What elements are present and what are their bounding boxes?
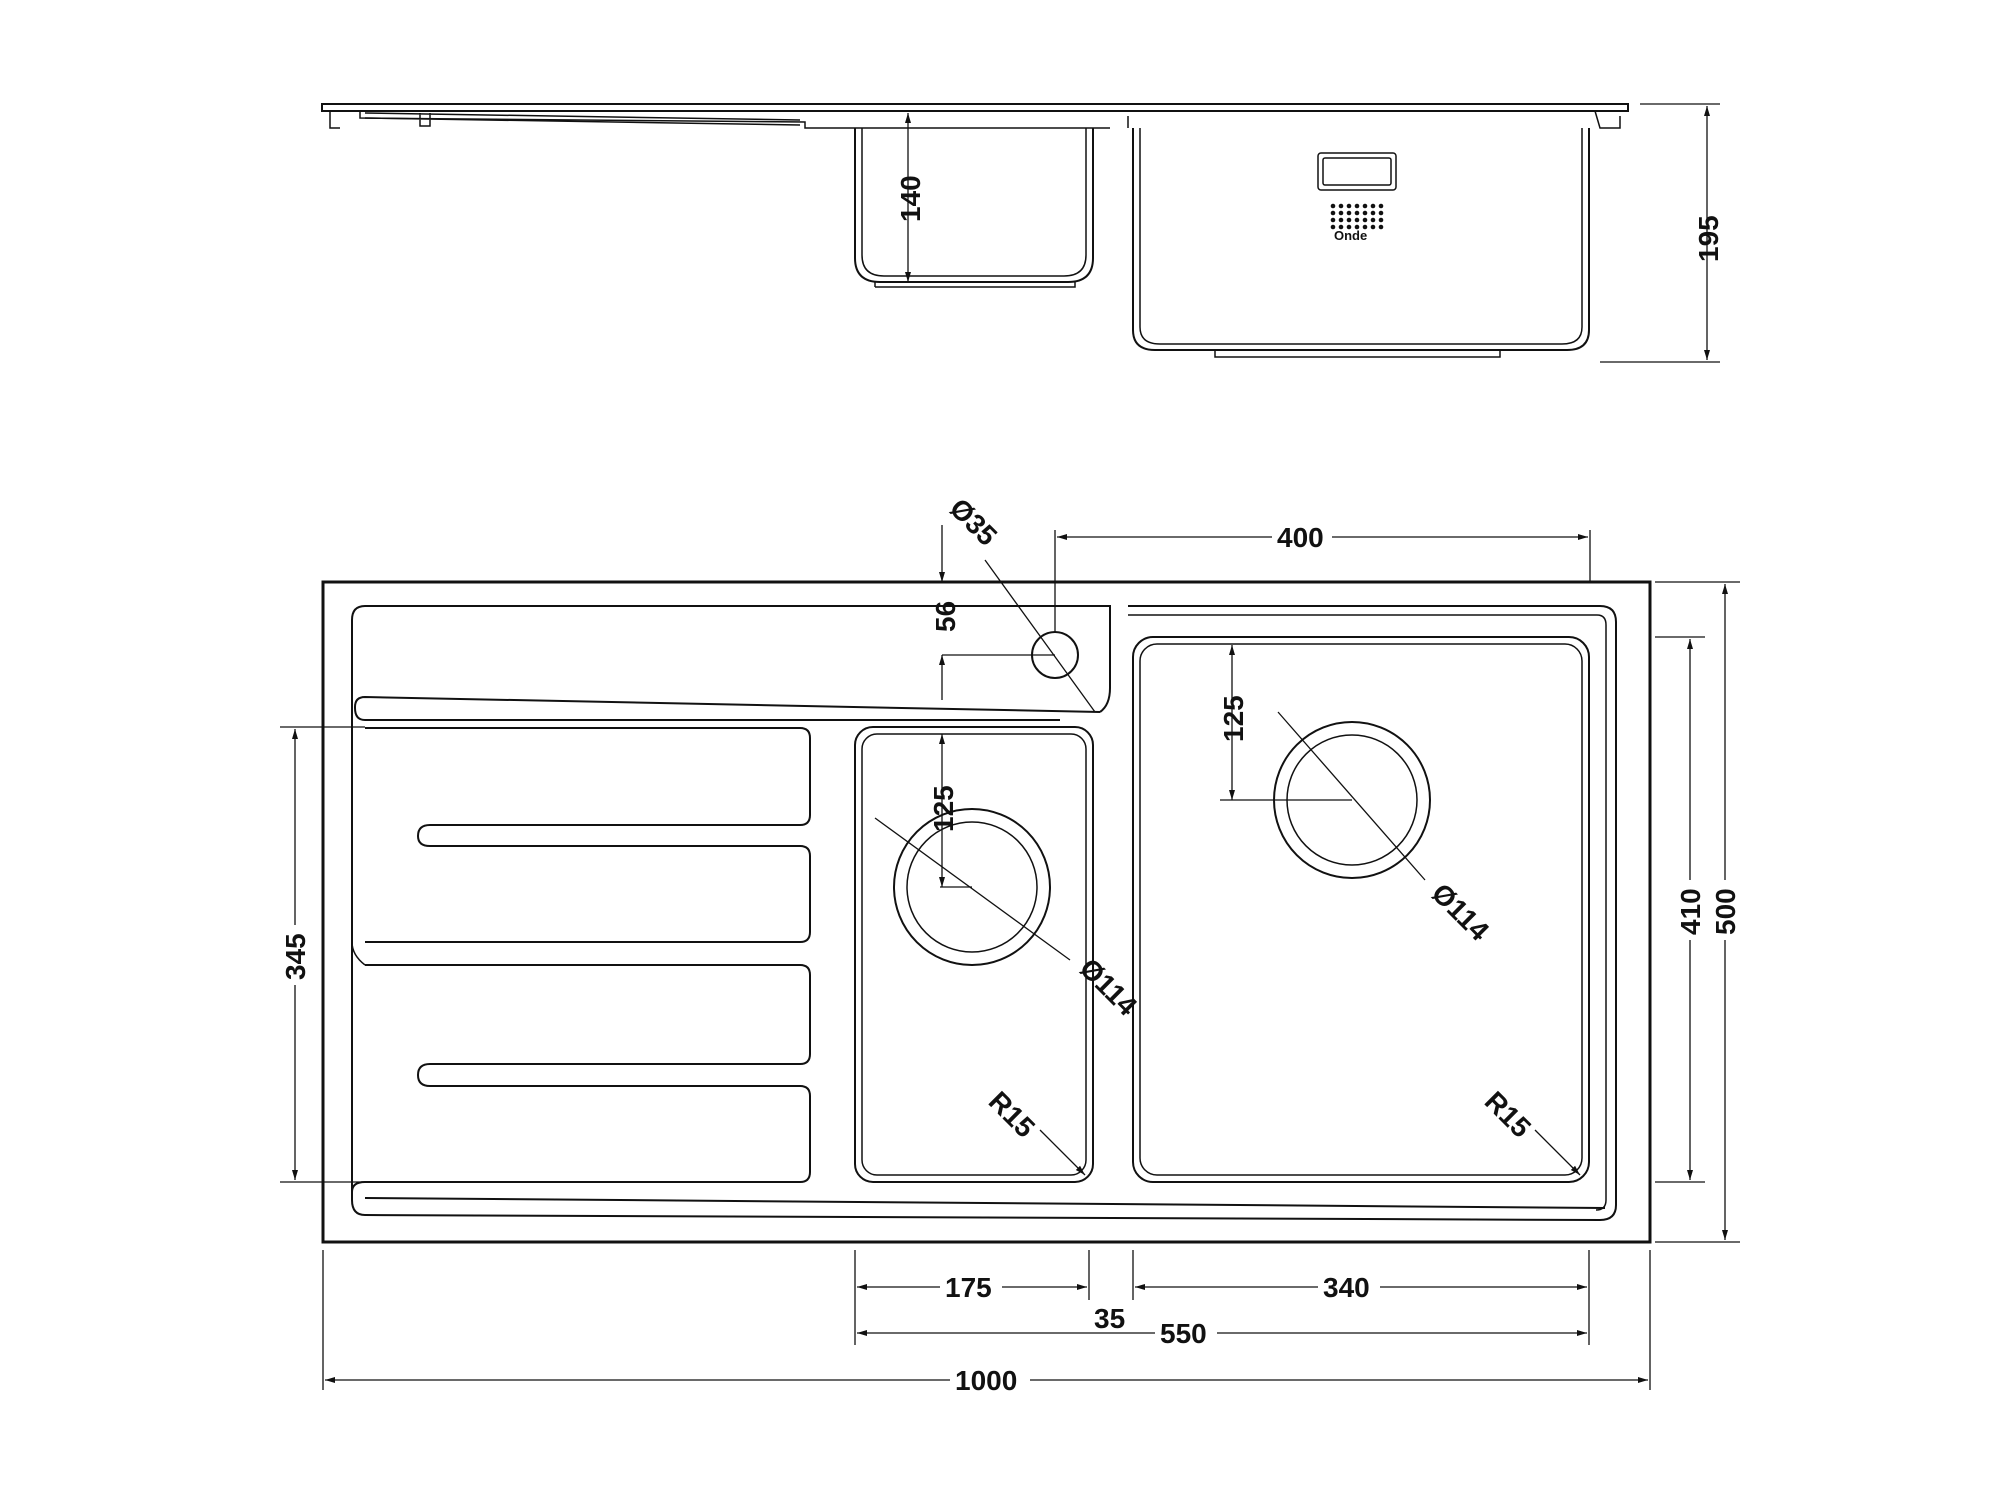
dim-125-large-label: 125	[1218, 695, 1249, 742]
dim-175-label: 175	[945, 1272, 992, 1303]
dim-195-label: 195	[1693, 215, 1724, 262]
overflow-grille	[1317, 152, 1397, 191]
r15-large-label: R15	[1479, 1085, 1537, 1143]
overflow-dot	[1354, 203, 1360, 209]
dim-35-label: 35	[1094, 1303, 1125, 1334]
large-bowl-inner-edge	[1139, 643, 1583, 1176]
drainer-bottom-edge	[351, 1181, 1606, 1209]
overflow-dot	[1338, 224, 1344, 230]
dim-140-label: 140	[895, 175, 926, 222]
dim-410-mask	[1675, 880, 1705, 940]
dim-345-label: 345	[280, 933, 311, 980]
d35-leader	[984, 559, 1096, 713]
overflow-dot	[1354, 224, 1360, 230]
dim-56-label: 56	[930, 601, 961, 632]
deck-outline	[351, 605, 1617, 1222]
sink-outline	[321, 580, 1652, 1244]
overflow-dots	[1330, 203, 1384, 230]
overflow-dot	[1330, 217, 1336, 223]
top-view: R15 R15 Ø114 Ø114 Ø35 56 400 125 125	[280, 492, 1741, 1396]
dim-500-label: 500	[1710, 888, 1741, 935]
dim-1000-mask	[950, 1363, 1030, 1393]
side-view: Onde 140 195	[321, 103, 1724, 363]
small-bowl-drain	[893, 808, 1051, 966]
dim-410-label: 410	[1675, 888, 1706, 935]
r15-leader-small	[1039, 1129, 1086, 1176]
small-bowl-profile	[854, 128, 1094, 283]
overflow-dot	[1354, 217, 1360, 223]
overflow-dot	[1346, 210, 1352, 216]
large-bowl-inner	[1139, 128, 1583, 358]
dim-175-mask	[940, 1270, 1002, 1300]
overflow-dot	[1346, 203, 1352, 209]
drainer-rib-joint	[351, 941, 366, 966]
small-bowl-drain-inner	[906, 821, 1038, 953]
drainer-ledge	[354, 696, 1101, 721]
drainer-slope	[364, 112, 801, 127]
overflow-dot	[1378, 210, 1384, 216]
overflow-dot	[1330, 224, 1336, 230]
overflow-dot	[1370, 210, 1376, 216]
dim-125-small-label: 125	[928, 785, 959, 832]
dim-550-label: 550	[1160, 1318, 1207, 1349]
d114-large-label: Ø114	[1426, 877, 1496, 947]
dim-550-mask	[1155, 1316, 1217, 1346]
r15-leader-large	[1534, 1129, 1581, 1176]
small-bowl-inner-edge	[861, 733, 1087, 1176]
overflow-dot	[1362, 210, 1368, 216]
dim-345-mask	[280, 925, 310, 985]
overflow-dot	[1346, 224, 1352, 230]
drainer-rib-2	[365, 964, 811, 1183]
overflow-dot	[1370, 217, 1376, 223]
overflow-dot	[1362, 203, 1368, 209]
overflow-dot	[1338, 217, 1344, 223]
overflow-dot	[1378, 217, 1384, 223]
dim-400-label: 400	[1277, 522, 1324, 553]
overflow-dot	[1338, 210, 1344, 216]
side-rim-lower	[329, 110, 1621, 129]
overflow-dot	[1330, 210, 1336, 216]
overflow-dot	[1354, 210, 1360, 216]
overflow-dot	[1362, 217, 1368, 223]
overflow-dot	[1338, 203, 1344, 209]
d35-label: Ø35	[944, 492, 1003, 551]
overflow-dot	[1378, 203, 1384, 209]
d114-leader-large	[1277, 711, 1426, 881]
small-bowl	[854, 726, 1094, 1183]
overflow-grille-inner	[1322, 157, 1392, 186]
dim-1000-label: 1000	[955, 1365, 1017, 1396]
small-bowl-inner	[861, 128, 1087, 288]
overflow-dot	[1370, 224, 1376, 230]
dim-400-mask	[1272, 520, 1332, 550]
overflow-dot	[1370, 203, 1376, 209]
drainer-rib-1	[365, 727, 811, 943]
side-rim	[321, 103, 1629, 112]
overflow-dot	[1346, 217, 1352, 223]
dim-340-mask	[1318, 1270, 1380, 1300]
overflow-dot	[1362, 224, 1368, 230]
overflow-dot	[1378, 224, 1384, 230]
brand-mark: Onde	[1334, 228, 1367, 243]
large-bowl	[1132, 636, 1590, 1183]
dim-500-mask	[1710, 880, 1740, 940]
r15-small-label: R15	[983, 1085, 1041, 1143]
overflow-dot	[1330, 203, 1336, 209]
d114-leader-small	[874, 817, 1071, 961]
dim-340-label: 340	[1323, 1272, 1370, 1303]
large-bowl-profile	[1132, 128, 1590, 351]
